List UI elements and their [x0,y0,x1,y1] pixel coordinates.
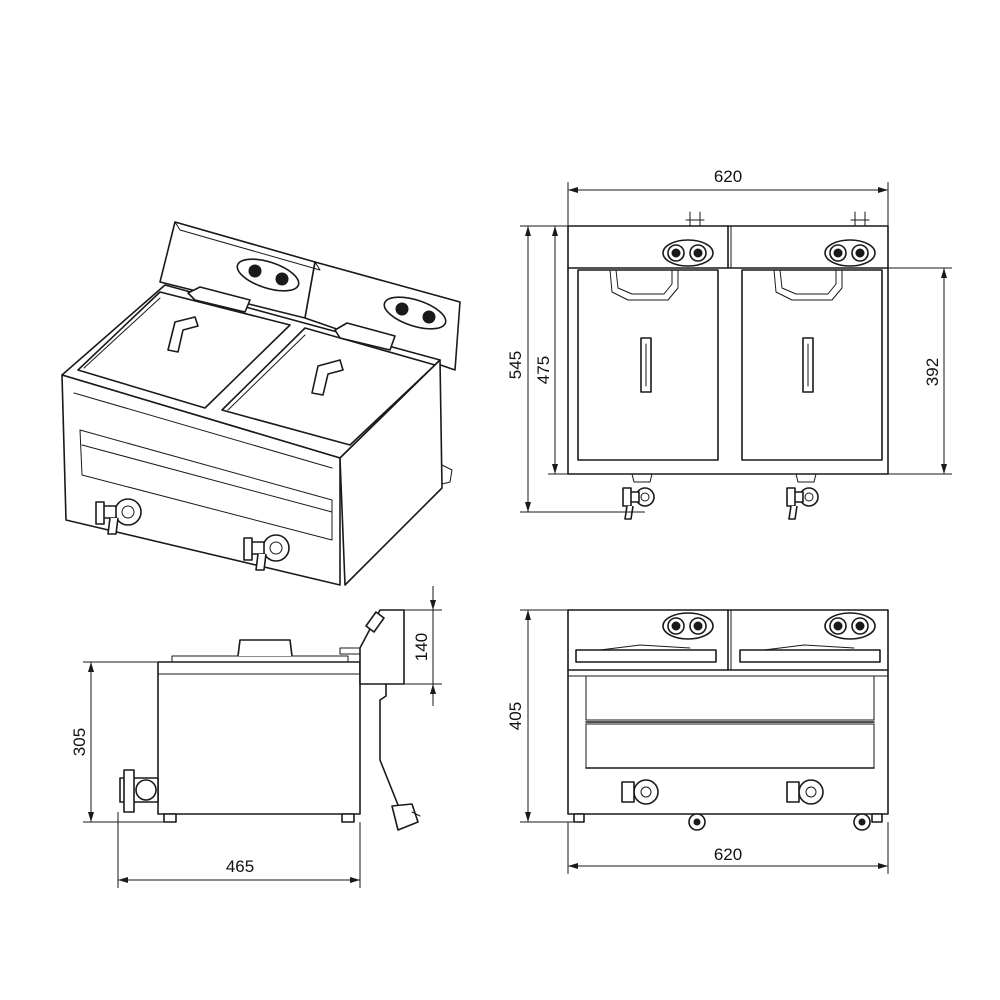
drain-tap-left [95,498,142,535]
lid-handle-right [311,359,344,396]
dim-label-bottom-width: 620 [714,845,742,864]
dim-label-back-height: 405 [506,702,525,730]
side-view [119,609,421,831]
dimension-lines [83,182,952,888]
dim-label-top-width: 620 [714,167,742,186]
front-view [567,211,889,520]
dimension-labels: 620 545 475 392 140 305 465 405 620 [70,167,942,876]
front-face [61,374,341,586]
isometric-view [61,221,461,586]
drain-tap-right [243,534,290,571]
dim-label-body-height: 475 [534,356,553,384]
dim-label-basket-height: 392 [923,358,942,386]
front-panel [79,429,333,541]
right-side-face [339,359,443,586]
power-cable [379,683,401,811]
dim-label-panel-height: 140 [412,633,431,661]
lid-left [77,291,291,409]
dim-label-total-height: 545 [506,351,525,379]
dim-label-side-height: 305 [70,728,89,756]
side-lid-handle [237,639,293,657]
dim-label-depth: 465 [226,857,254,876]
back-view [567,609,889,831]
basket-left [577,269,719,461]
lid-handle-left [167,316,199,353]
side-view-body [157,661,361,815]
